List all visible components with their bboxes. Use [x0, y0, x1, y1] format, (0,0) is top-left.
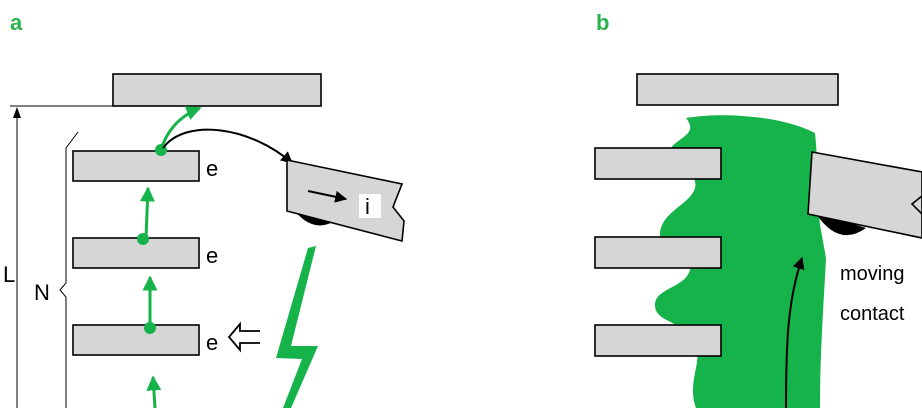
panel-b: b moving contact — [594, 10, 922, 408]
arc-motion-arrow — [785, 256, 805, 408]
splitter-plate-b-3 — [594, 324, 722, 357]
annotation-contact: contact — [840, 303, 905, 325]
panel-b-label: b — [596, 10, 609, 35]
plate-label-e-1: e — [206, 156, 218, 181]
panel-a-label: a — [10, 10, 23, 35]
top-plate — [112, 73, 322, 107]
brace-n-label: N — [34, 280, 50, 305]
top-plate-b — [636, 73, 839, 106]
moving-contact-b — [807, 151, 922, 239]
splitter-plate-2 — [72, 237, 200, 269]
current-label-i: i — [365, 194, 370, 219]
brace-n: N — [34, 131, 79, 408]
arc-transfer-arrow — [162, 128, 293, 164]
plate-label-e-3: e — [206, 330, 218, 355]
splitter-plate-b-1 — [594, 147, 722, 180]
panel-a: a L N e e e — [3, 10, 405, 408]
lightning-bolt — [276, 246, 318, 408]
moving-contact-a: i — [286, 159, 405, 243]
dimension-l-label: L — [3, 262, 15, 287]
splitter-plate-b-2 — [594, 236, 722, 269]
splitter-plate-3 — [72, 324, 200, 356]
splitter-plate-1 — [72, 150, 200, 182]
arc-root-dot-3 — [144, 322, 156, 334]
annotation-moving: moving — [840, 263, 904, 285]
plate-label-e-2: e — [206, 243, 218, 268]
hollow-arrow-left — [227, 321, 260, 353]
arc-path-green — [137, 106, 202, 408]
dimension-l: L — [3, 105, 113, 408]
arc-root-dot-2 — [137, 233, 149, 245]
